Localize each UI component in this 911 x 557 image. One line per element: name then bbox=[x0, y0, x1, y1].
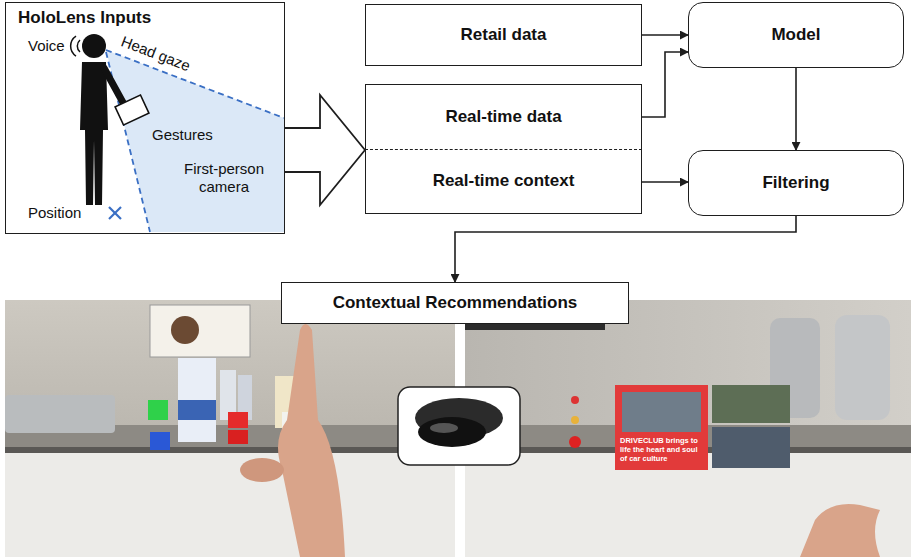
process-box: Model bbox=[688, 2, 904, 68]
data-box: Retail data bbox=[365, 4, 642, 66]
input-label: First-person camera bbox=[168, 160, 280, 196]
input-label: Position bbox=[26, 204, 83, 222]
box-label: Filtering bbox=[756, 173, 835, 193]
input-label: Gestures bbox=[150, 126, 215, 144]
flow-arrow bbox=[642, 52, 688, 117]
flow-arrow bbox=[455, 216, 796, 282]
box-label: Contextual Recommendations bbox=[327, 293, 584, 313]
box-label: HoloLens Inputs bbox=[12, 8, 157, 28]
block-arrow bbox=[285, 150, 365, 205]
input-label: Voice bbox=[26, 37, 67, 55]
output-box: Contextual Recommendations bbox=[281, 282, 629, 324]
block-arrow bbox=[285, 95, 365, 150]
flow-arrow bbox=[795, 68, 797, 150]
photo-left bbox=[5, 300, 455, 557]
photo-right bbox=[465, 300, 911, 557]
flow-arrow bbox=[642, 34, 688, 36]
flow-arrow bbox=[642, 181, 688, 183]
box-label: Real-time data bbox=[439, 107, 567, 127]
process-box: Filtering bbox=[688, 150, 904, 216]
box-label: Model bbox=[765, 25, 826, 45]
hololens-icon bbox=[398, 387, 520, 465]
ad-text: DRIVECLUB brings to life the heart and s… bbox=[620, 436, 704, 463]
context-box: Real-time context bbox=[365, 150, 642, 214]
box-label: Retail data bbox=[455, 25, 553, 45]
box-label: Real-time context bbox=[427, 171, 581, 191]
data-box: Real-time data bbox=[365, 84, 642, 150]
